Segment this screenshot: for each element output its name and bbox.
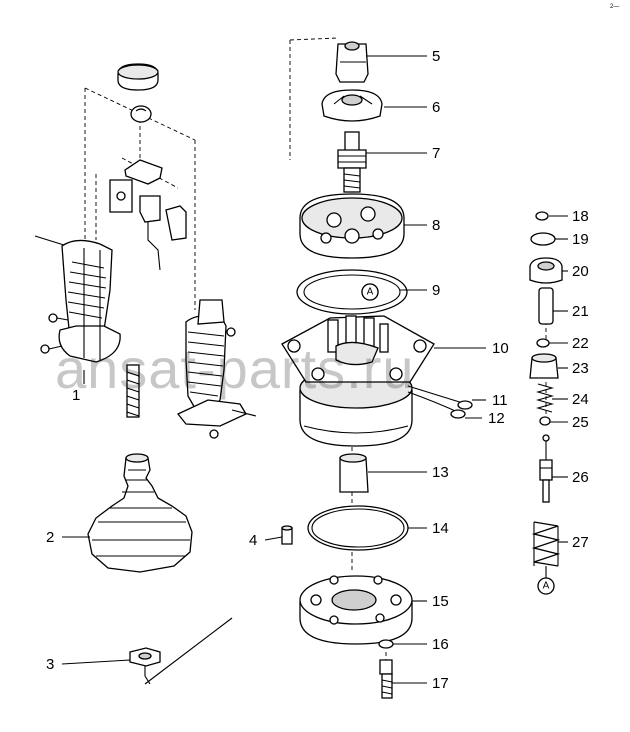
part-14-o-ring [307,505,409,551]
leader-lines [61,55,568,684]
callout-11: 11 [492,392,508,409]
part-27-spring [531,521,561,567]
callout-22: 22 [572,335,589,352]
part-5-nut [335,41,369,83]
callout-27: 27 [572,534,589,551]
callout-13: 13 [432,464,449,481]
callout-18: 18 [572,208,589,225]
callout-4: 4 [249,532,257,549]
part-9-gasket [296,269,408,315]
rubber-boot [87,453,193,573]
callout-23: 23 [572,360,589,377]
reference-marker-spring-label: A [543,581,550,592]
part-18-nut [535,211,549,221]
part-21-pin [538,287,554,325]
callout-17: 17 [432,675,449,692]
callout-9: 9 [432,282,440,299]
callout-1: 1 [72,387,80,404]
callout-24: 24 [572,391,589,408]
part-7-screw [337,131,367,193]
callout-19: 19 [572,231,589,248]
callout-26: 26 [572,469,589,486]
part-8-cover [299,193,405,259]
corner-mark: 2— [610,4,619,10]
callout-5: 5 [432,48,440,65]
callout-14: 14 [432,520,449,537]
part-24-spring [535,383,555,413]
callout-3: 3 [46,656,54,673]
part-11-part-12-terminals [450,400,473,419]
part-13-sleeve [339,453,369,493]
part-10-housing [281,315,467,447]
callout-labels: 1 2 3 4 5 6 7 8 9 10 11 12 13 14 15 16 1… [46,48,589,692]
watermark: ansat-parts.ru [55,337,415,400]
callout-21: 21 [572,303,589,320]
part-4-pin [281,525,293,545]
hex-nut [129,617,233,685]
ball [130,105,152,123]
callout-20: 20 [572,263,589,280]
callout-16: 16 [432,636,449,653]
part-6-washer [321,89,383,122]
lever-right [176,299,257,439]
small-bracket-parts [109,159,187,271]
reference-marker-gasket-label: A [367,287,374,298]
part-17-bolt [379,659,393,699]
stud-bolt [126,364,140,418]
callout-25: 25 [572,414,589,431]
part-20-cap [529,257,563,284]
part-15-flange [299,575,413,645]
lever-left [34,235,121,363]
callout-10: 10 [492,340,509,357]
part-25-washer [539,416,551,426]
callout-8: 8 [432,217,440,234]
reference-marker-spring: A [537,566,555,595]
cap [117,63,159,91]
callout-15: 15 [432,593,449,610]
part-26-valve-stem [539,434,553,503]
callout-12: 12 [488,410,505,427]
part-19-o-ring [530,232,556,246]
part-22-washer [536,338,550,348]
callout-2: 2 [46,529,54,546]
part-16-washer [378,639,394,649]
part-23-body [529,353,559,379]
reference-marker-gasket: A [361,283,379,301]
callout-7: 7 [432,145,440,162]
callout-6: 6 [432,99,440,116]
